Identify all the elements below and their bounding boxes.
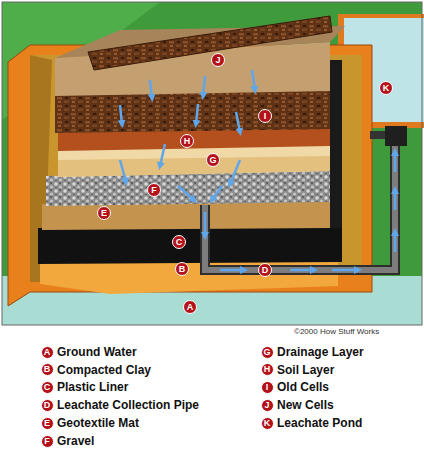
copyright-note: ©2000 How Stuff Works	[294, 327, 379, 336]
callout-letter: J	[211, 53, 225, 67]
flow-arrow	[203, 76, 205, 96]
callout-letter: A	[183, 300, 197, 314]
legend-key: B	[41, 363, 54, 376]
drainage-shade	[58, 156, 330, 177]
callout-letter: F	[147, 183, 161, 197]
legend-key: G	[261, 346, 274, 359]
flow-arrow	[290, 269, 314, 272]
legend-text: Ground Water	[57, 345, 137, 359]
grass	[2, 2, 422, 325]
legend-text: New Cells	[277, 398, 334, 412]
legend-text: Gravel	[57, 434, 94, 448]
callout-letter: D	[258, 263, 272, 277]
flow-arrow	[394, 190, 397, 210]
legend-key: K	[261, 417, 274, 430]
legend-text: Old Cells	[277, 380, 329, 394]
legend-key: H	[261, 363, 274, 376]
flow-arrow	[204, 212, 207, 236]
callout-letter: I	[258, 109, 272, 123]
callout-letter: B	[175, 262, 189, 276]
callout-letter: C	[172, 235, 186, 249]
legend-key: F	[41, 435, 54, 448]
legend-key: J	[261, 399, 274, 412]
new-cells	[88, 16, 332, 70]
flow-arrow	[160, 144, 165, 166]
callout-letter: H	[180, 134, 194, 148]
geotextile-mat	[42, 202, 330, 230]
flow-arrow	[220, 269, 244, 272]
flow-arrow	[212, 186, 222, 200]
flow-arrow	[236, 112, 240, 132]
flow-arrow	[394, 152, 397, 172]
scene	[2, 2, 424, 325]
callout-letter: K	[379, 81, 393, 95]
flow-arrow	[394, 232, 397, 252]
flow-arrows	[120, 70, 395, 270]
old-cells	[55, 90, 330, 133]
legend-text: Geotextile Mat	[57, 416, 139, 430]
legend-text: Leachate Collection Pipe	[57, 398, 199, 412]
pipe-outline	[205, 142, 395, 270]
legend-key: D	[41, 399, 54, 412]
pump-box	[385, 126, 407, 146]
frame	[2, 2, 422, 325]
flow-arrow	[120, 160, 126, 182]
flow-arrow	[196, 104, 198, 124]
plastic-liner	[38, 226, 342, 264]
flow-arrow	[230, 160, 240, 184]
callout-letter: E	[97, 206, 111, 220]
legend-key: C	[41, 381, 54, 394]
legend-text: Drainage Layer	[277, 345, 364, 359]
pipe-body	[205, 142, 395, 270]
collection-pipe	[205, 126, 407, 270]
legend-key: E	[41, 417, 54, 430]
legend-text: Compacted Clay	[57, 363, 151, 377]
legend-key: A	[41, 346, 54, 359]
flow-arrow	[332, 269, 358, 272]
liner-wall	[330, 60, 342, 228]
legend-text: Leachate Pond	[277, 416, 362, 430]
legend-key: I	[261, 381, 274, 394]
legend-text: Plastic Liner	[57, 380, 128, 394]
flow-arrow	[178, 186, 194, 200]
flow-arrow	[252, 70, 255, 90]
flow-arrow	[150, 80, 152, 98]
flow-arrow	[120, 105, 122, 124]
callout-letter: G	[206, 153, 220, 167]
legend-text: Soil Layer	[277, 363, 334, 377]
